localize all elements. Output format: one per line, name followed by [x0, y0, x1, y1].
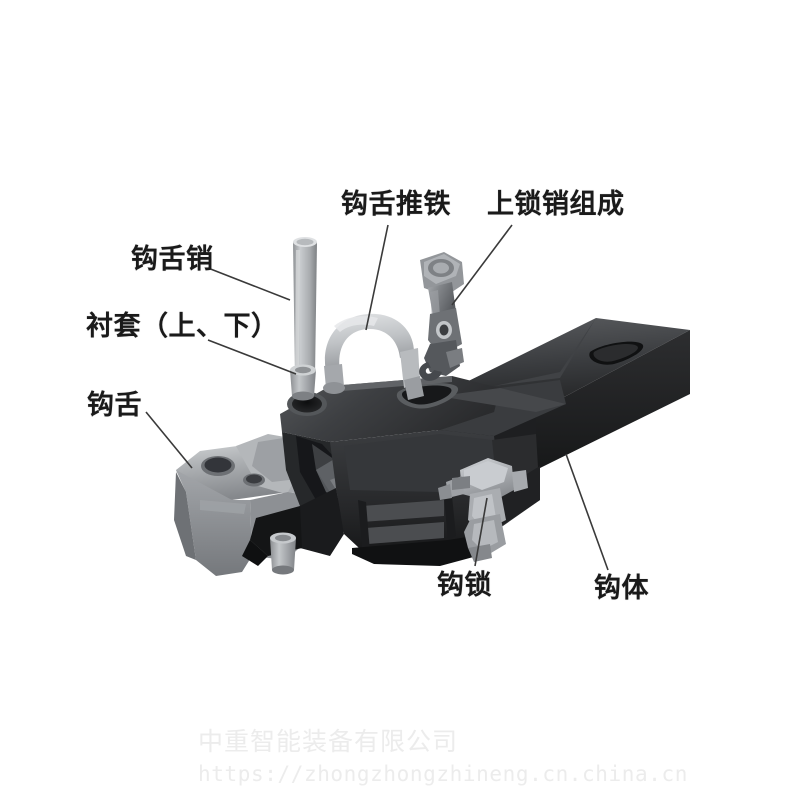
part-lock-pin-assembly — [419, 252, 464, 381]
callout-bushings: 衬套（上、下） — [86, 311, 279, 341]
leader-knuckle — [145, 411, 193, 469]
callout-coupler-body: 钩体 — [594, 573, 649, 603]
leader-bushings — [207, 339, 297, 375]
leader-knuckle-pin — [207, 267, 291, 301]
leader-lines — [145, 224, 609, 571]
leader-coupler-lock — [474, 497, 488, 567]
part-coupler-lock — [438, 458, 528, 562]
callout-lock-pin-assembly: 上锁销组成 — [487, 189, 625, 219]
callout-coupler-lock: 钩锁 — [437, 570, 492, 600]
part-knuckle-thrower — [323, 313, 424, 400]
leader-lock-pin-assembly — [451, 224, 513, 306]
body-bottom-ribs — [358, 496, 456, 552]
part-bushing-lower — [270, 532, 296, 575]
part-knuckle-pin — [293, 237, 317, 380]
watermark: 中重智能装备有限公司 https://zhongzhongzhineng.cn.… — [198, 728, 718, 786]
leader-coupler-body — [565, 453, 609, 571]
watermark-company: 中重智能装备有限公司 — [198, 728, 459, 756]
watermark-url: https://zhongzhongzhineng.cn.china.cn — [198, 761, 688, 786]
callout-knuckle-pin: 钩舌销 — [131, 244, 214, 274]
callout-knuckle: 钩舌 — [87, 390, 142, 420]
leader-knuckle-thrower — [365, 224, 389, 331]
part-bushing-upper — [290, 364, 316, 401]
callout-knuckle-thrower: 钩舌推铁 — [341, 189, 451, 219]
